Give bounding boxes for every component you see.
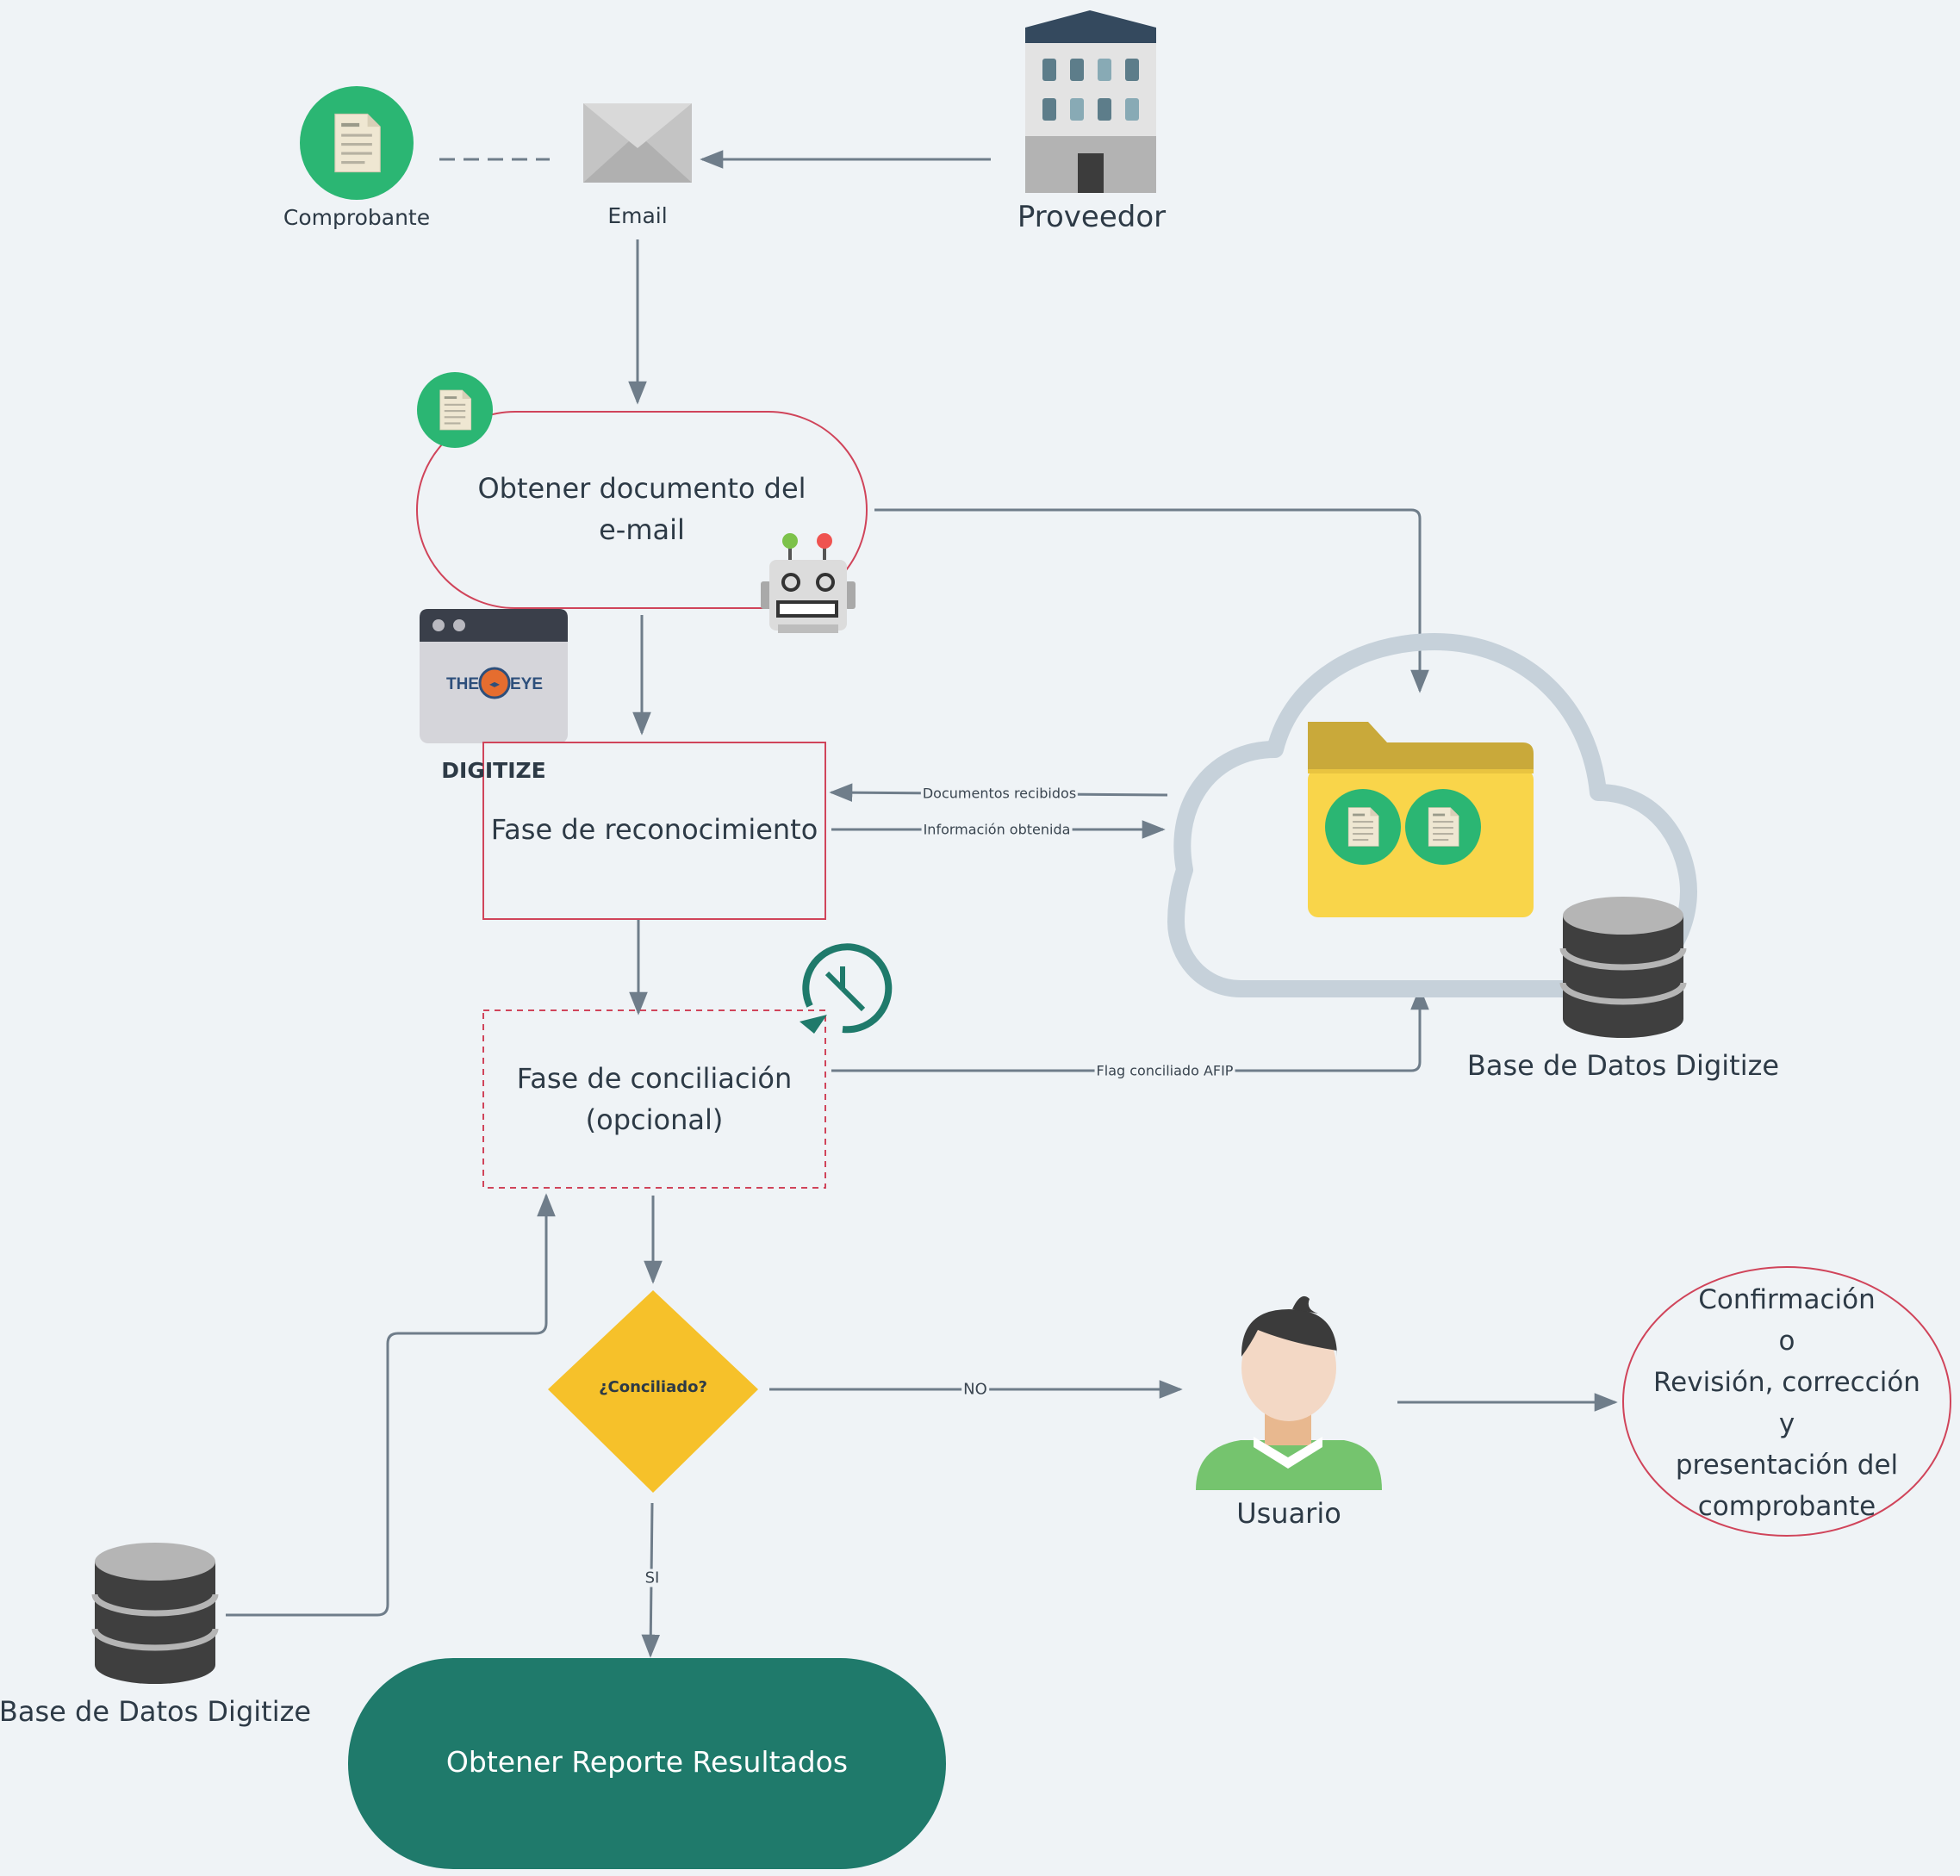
confirmacion-line-3: Revisión, corrección	[1653, 1367, 1920, 1398]
fase-conciliacion-node	[482, 1009, 826, 1189]
confirmacion-label: Confirmación o Revisión, corrección y pr…	[1628, 1279, 1945, 1527]
db-left-label: Base de Datos Digitize	[0, 1695, 312, 1728]
conciliado-decision	[548, 1290, 758, 1493]
fase-conciliacion-line-1: Fase de conciliación	[516, 1062, 793, 1095]
confirmacion-line-2: o	[1778, 1326, 1795, 1357]
flag-conciliado-label: Flag conciliado AFIP	[1094, 1062, 1235, 1079]
user-icon	[1196, 1295, 1382, 1490]
confirmacion-line-6: comprobante	[1697, 1491, 1876, 1522]
obtener-reporte-node	[348, 1658, 946, 1869]
usuario-label: Usuario	[1236, 1497, 1341, 1530]
obtener-documento-node	[416, 411, 868, 609]
clock-icon	[800, 943, 893, 1034]
edge-flag-conciliado	[831, 986, 1429, 1072]
document-icon	[1405, 789, 1481, 865]
obtener-documento-label: Obtener documento del e-mail	[431, 468, 853, 550]
database-icon	[95, 1543, 215, 1684]
obtener-documento-line-1: Obtener documento del	[477, 472, 806, 505]
fase-conciliacion-label: Fase de conciliación (opcional)	[483, 1058, 825, 1140]
comprobante-label: Comprobante	[283, 205, 431, 230]
envelope-icon	[583, 103, 692, 183]
confirmacion-line-5: presentación del	[1675, 1450, 1899, 1481]
obtener-documento-line-2: e-mail	[599, 513, 685, 546]
document-icon	[417, 372, 493, 448]
cloud-icon	[1167, 633, 1697, 997]
no-label: NO	[961, 1380, 989, 1399]
confirmacion-node	[1622, 1266, 1951, 1537]
documentos-recibidos-label: Documentos recibidos	[920, 785, 1079, 802]
database-icon	[1563, 897, 1683, 1038]
fase-conciliacion-line-2: (opcional)	[585, 1103, 724, 1136]
edge-obtener-cloud	[874, 508, 1429, 693]
db-right-label: Base de Datos Digitize	[1466, 1049, 1780, 1082]
confirmacion-line-4: y	[1778, 1408, 1795, 1439]
fase-reconocimiento-node	[482, 742, 826, 920]
email-label: Email	[607, 203, 668, 228]
proveedor-label: Proveedor	[1017, 200, 1167, 234]
confirmacion-line-1: Confirmación	[1698, 1284, 1876, 1315]
svg-text:◂▸: ◂▸	[489, 678, 500, 690]
si-label: SI	[643, 1569, 662, 1587]
the-eye-right: EYE	[510, 675, 543, 693]
digitize-label: DIGITIZE	[441, 758, 546, 783]
document-icon	[300, 86, 414, 200]
fase-reconocimiento-label: Fase de reconocimiento	[490, 813, 818, 846]
building-icon	[1025, 10, 1156, 193]
obtener-reporte-label: Obtener Reporte Resultados	[445, 1745, 849, 1779]
edge-db-conciliacion	[226, 1193, 556, 1617]
informacion-obtenida-label: Información obtenida	[921, 821, 1073, 838]
browser-window-icon: ◂▸ THE EYE	[420, 609, 568, 743]
conciliado-label: ¿Conciliado?	[599, 1378, 707, 1396]
connectors	[226, 150, 1618, 1658]
robot-icon	[761, 533, 856, 633]
document-icon	[1325, 789, 1401, 865]
the-eye-left: THE	[446, 675, 479, 693]
